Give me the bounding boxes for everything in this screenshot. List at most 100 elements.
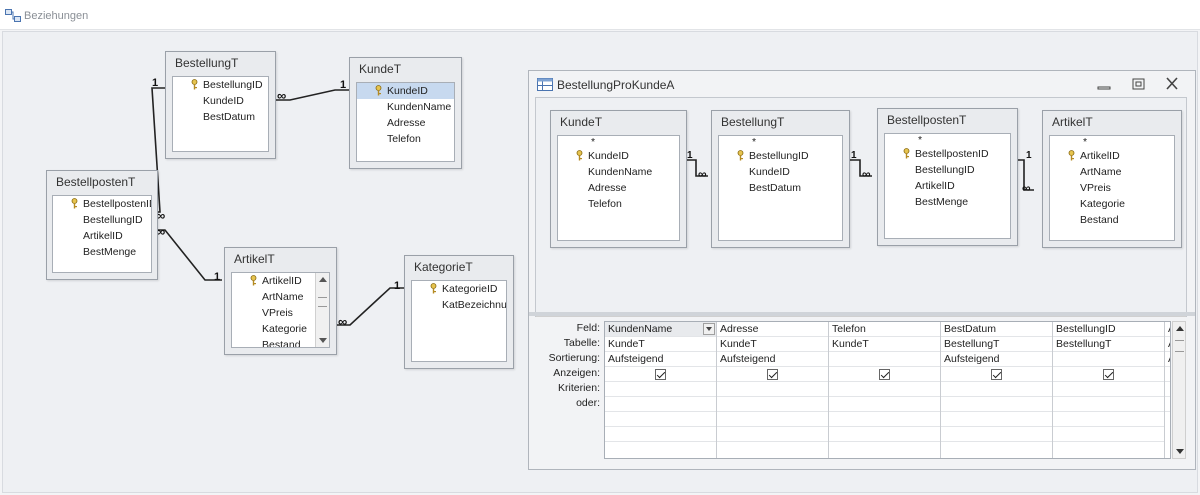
- empty-cell[interactable]: [605, 412, 716, 427]
- field-row[interactable]: Adresse: [387, 117, 426, 129]
- field-row[interactable]: BestellungID: [915, 164, 975, 176]
- sort-cell[interactable]: [829, 352, 940, 367]
- empty-cell[interactable]: [941, 412, 1052, 427]
- field-row[interactable]: KundenName: [387, 101, 452, 113]
- query-table-bestellpostenT[interactable]: BestellpostenT * BestellpostenID Bestell…: [877, 108, 1018, 246]
- empty-cell[interactable]: [1053, 412, 1164, 427]
- or-cell[interactable]: [941, 397, 1052, 412]
- table-title[interactable]: KundeT: [359, 62, 402, 76]
- field-cell[interactable]: BestDatum: [941, 322, 1052, 337]
- field-list[interactable]: KundeID KundenName Adresse Telefon: [356, 82, 455, 162]
- sort-cell[interactable]: [1053, 352, 1164, 367]
- field-row[interactable]: BestellungID: [83, 214, 143, 226]
- table-title[interactable]: ArtikelT: [234, 252, 275, 266]
- field-list-scrollbar[interactable]: [315, 273, 329, 347]
- table-title[interactable]: BestellpostenT: [887, 113, 967, 127]
- field-row[interactable]: BestellungID: [719, 148, 842, 164]
- minimize-icon[interactable]: [1093, 75, 1115, 93]
- table-title[interactable]: BestellungT: [175, 56, 239, 70]
- field-row[interactable]: KundeID: [558, 148, 679, 164]
- field-list[interactable]: BestellungID KundeID BestDatum: [172, 76, 269, 152]
- field-cell[interactable]: Adresse: [717, 322, 828, 337]
- empty-cell[interactable]: [941, 427, 1052, 442]
- show-checkbox[interactable]: [767, 369, 778, 380]
- or-cell[interactable]: [1165, 397, 1170, 412]
- pane-splitter[interactable]: [529, 312, 1195, 316]
- field-row[interactable]: KatBezeichnung: [442, 299, 507, 311]
- grid-column-partial[interactable]: A A A: [1165, 322, 1170, 458]
- scroll-up-arrow-icon[interactable]: [319, 277, 327, 282]
- show-checkbox[interactable]: [879, 369, 890, 380]
- table-title[interactable]: BestellpostenT: [56, 175, 136, 189]
- field-list[interactable]: ArtikelID ArtName VPreis Kategorie Besta…: [231, 272, 330, 348]
- field-row[interactable]: KundeID: [749, 166, 790, 178]
- scroll-down-arrow-icon[interactable]: [1176, 449, 1184, 454]
- field-row[interactable]: ArtName: [1080, 166, 1122, 178]
- field-list[interactable]: KategorieID KatBezeichnung: [411, 280, 507, 362]
- document-tab[interactable]: Beziehungen: [0, 0, 1200, 30]
- table-title[interactable]: ArtikelT: [1052, 115, 1093, 129]
- design-grid[interactable]: Feld: Tabelle: Sortierung: Anzeigen: Kri…: [535, 317, 1187, 465]
- show-cell[interactable]: [829, 367, 940, 382]
- show-checkbox[interactable]: [655, 369, 666, 380]
- field-row[interactable]: Telefon: [588, 198, 622, 210]
- grid-vscrollbar[interactable]: [1172, 321, 1186, 459]
- table-bestellpostenT[interactable]: BestellpostenT BestellpostenID Bestellun…: [46, 170, 158, 280]
- field-row[interactable]: KundenName: [588, 166, 653, 178]
- show-cell[interactable]: [717, 367, 828, 382]
- field-cell[interactable]: BestellungID: [1053, 322, 1164, 337]
- query-table-bestellungT[interactable]: BestellungT * BestellungID KundeID BestD…: [711, 110, 850, 248]
- field-list[interactable]: BestellpostenID BestellungID ArtikelID B…: [52, 195, 152, 273]
- table-cell[interactable]: KundeT: [605, 337, 716, 352]
- empty-cell[interactable]: [717, 412, 828, 427]
- field-row-selected[interactable]: KundeID: [357, 83, 454, 99]
- grid-column[interactable]: Telefon KundeT: [829, 322, 941, 458]
- field-row[interactable]: ArtikelID: [232, 273, 329, 289]
- field-row[interactable]: Kategorie: [1080, 198, 1125, 210]
- scroll-up-arrow-icon[interactable]: [1176, 326, 1184, 331]
- query-window[interactable]: BestellungProKundeA 1 ∞ 1 ∞ 1 ∞ KundeT: [528, 70, 1196, 470]
- field-row[interactable]: ArtikelID: [915, 180, 955, 192]
- table-kategorieT[interactable]: KategorieT KategorieID KatBezeichnung: [404, 255, 514, 369]
- field-row[interactable]: BestellpostenID: [53, 196, 151, 212]
- field-row[interactable]: BestellungID: [173, 77, 268, 93]
- field-row[interactable]: BestellpostenID: [885, 146, 1010, 162]
- grid-column[interactable]: BestellungID BestellungT: [1053, 322, 1165, 458]
- scroll-thumb[interactable]: [1175, 340, 1184, 352]
- sort-cell[interactable]: Aufsteigend: [717, 352, 828, 367]
- query-table-artikelT[interactable]: ArtikelT * ArtikelID ArtName VPreis Kate…: [1042, 110, 1182, 248]
- criteria-cell[interactable]: [605, 382, 716, 397]
- empty-cell[interactable]: [829, 427, 940, 442]
- field-row-all[interactable]: *: [752, 136, 757, 148]
- show-cell[interactable]: [1165, 367, 1170, 382]
- grid-column[interactable]: BestDatum BestellungT Aufsteigend: [941, 322, 1053, 458]
- or-cell[interactable]: [1053, 397, 1164, 412]
- table-cell[interactable]: BestellungT: [941, 337, 1052, 352]
- sort-cell[interactable]: A: [1165, 352, 1170, 367]
- field-row[interactable]: BestMenge: [83, 246, 137, 258]
- empty-cell[interactable]: [1053, 427, 1164, 442]
- field-row[interactable]: Bestand: [262, 339, 301, 348]
- grid-column[interactable]: KundenName KundeT Aufsteigend: [605, 322, 717, 458]
- criteria-cell[interactable]: [1165, 382, 1170, 397]
- table-cell[interactable]: A: [1165, 337, 1170, 352]
- field-list[interactable]: * BestellpostenID BestellungID ArtikelID…: [884, 133, 1011, 239]
- field-row-all[interactable]: *: [1083, 136, 1088, 148]
- query-table-pane[interactable]: 1 ∞ 1 ∞ 1 ∞ KundeT * KundeID KundenName …: [535, 97, 1187, 333]
- field-row[interactable]: BestDatum: [203, 111, 255, 123]
- field-row[interactable]: BestMenge: [915, 196, 969, 208]
- empty-cell[interactable]: [829, 412, 940, 427]
- table-artikelT[interactable]: ArtikelT ArtikelID ArtName VPreis Katego…: [224, 247, 337, 355]
- scroll-thumb[interactable]: [318, 297, 327, 307]
- table-bestellungT[interactable]: BestellungT BestellungID KundeID BestDat…: [165, 51, 276, 159]
- show-cell[interactable]: [1053, 367, 1164, 382]
- empty-cell[interactable]: [717, 427, 828, 442]
- field-row-all[interactable]: *: [918, 134, 923, 146]
- grid-table[interactable]: KundenName KundeT Aufsteigend Adresse Ku…: [604, 321, 1171, 459]
- grid-column[interactable]: Adresse KundeT Aufsteigend: [717, 322, 829, 458]
- show-cell[interactable]: [941, 367, 1052, 382]
- criteria-cell[interactable]: [941, 382, 1052, 397]
- field-row[interactable]: BestDatum: [749, 182, 801, 194]
- empty-cell[interactable]: [605, 427, 716, 442]
- criteria-cell[interactable]: [717, 382, 828, 397]
